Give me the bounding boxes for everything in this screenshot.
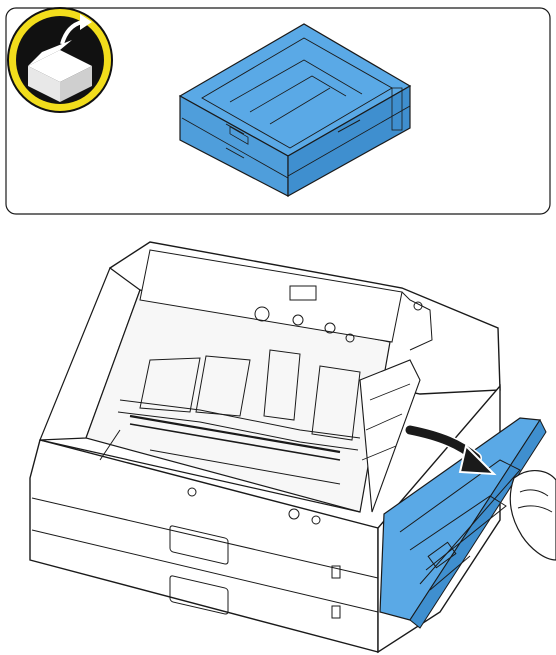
feeder-unit-illustration — [178, 23, 412, 198]
unpack-box-icon — [7, 7, 113, 113]
open-direction-arrow-icon — [404, 424, 497, 476]
hand-icon — [509, 470, 556, 561]
unit-preview-panel — [5, 7, 551, 215]
right-door-open — [379, 417, 547, 629]
main-illustration — [29, 241, 556, 654]
